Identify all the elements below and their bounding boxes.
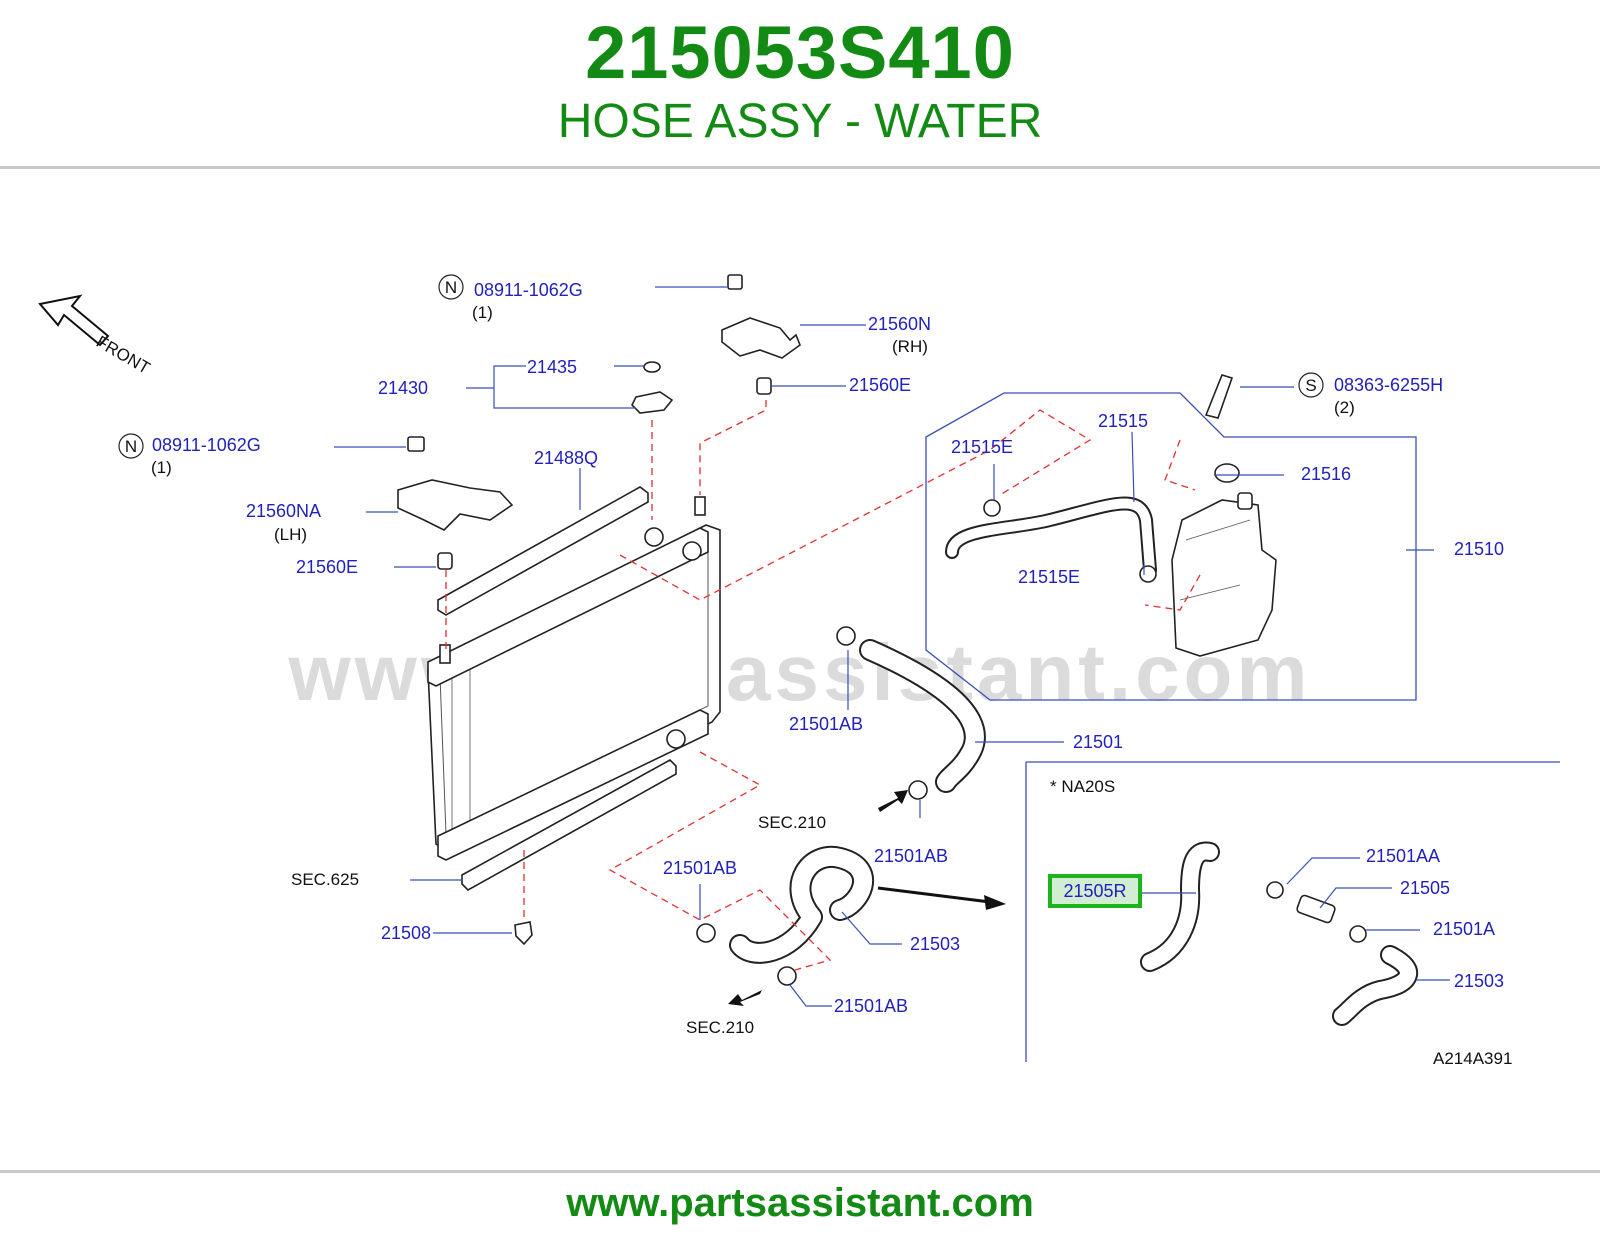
side-21560na: (LH) (274, 525, 307, 544)
side-21560n: (RH) (892, 337, 928, 356)
diagram-canvas: www.partsassistant.com FRONT (38, 274, 1560, 1068)
callout-21510[interactable]: 21510 (1454, 539, 1504, 559)
sec210-lower-arrow-icon (728, 990, 762, 1006)
callout-21560e-lh[interactable]: 21560E (296, 557, 358, 577)
qty-08911-1062g-rh: (1) (472, 303, 493, 322)
part-name-subtitle: HOSE ASSY - WATER (557, 95, 1043, 148)
callout-21560na[interactable]: 21560NA (246, 501, 321, 521)
callout-21501aa[interactable]: 21501AA (1366, 846, 1440, 866)
label-sec625[interactable]: SEC.625 (291, 870, 359, 889)
callout-21505[interactable]: 21505 (1400, 878, 1450, 898)
callout-08911-1062g-rh[interactable]: 08911-1062G (474, 280, 583, 300)
callout-21515e-upper[interactable]: 21515E (951, 437, 1013, 457)
callout-21516[interactable]: 21516 (1301, 464, 1351, 484)
callout-21560e-rh[interactable]: 21560E (849, 375, 911, 395)
badge-s-text: S (1305, 376, 1316, 395)
na20s-clamp-aa-part (1266, 881, 1284, 899)
qty-08911-1062g-lh: (1) (151, 458, 172, 477)
badge-n-text: N (445, 278, 457, 297)
cap-seal-part (643, 361, 661, 373)
upper-seal-part (437, 486, 649, 616)
callout-21501ab-2[interactable]: 21501AB (874, 846, 948, 866)
figure-code: A214A391 (1433, 1049, 1512, 1068)
lower-mount-part (514, 921, 533, 946)
callout-21501a[interactable]: 21501A (1433, 919, 1495, 939)
front-label: FRONT (93, 332, 153, 378)
na20s-connector-part (1296, 894, 1336, 924)
footer-divider (0, 1170, 1600, 1173)
callout-21515e-lower[interactable]: 21515E (1018, 567, 1080, 587)
badge-n-text: N (125, 437, 137, 456)
detail-pointer-arrow-icon (877, 886, 991, 904)
badge-n-icon (438, 274, 464, 300)
upper-hose-clamp-1-part (836, 626, 856, 646)
qty-08363-6255h: (2) (1334, 398, 1355, 417)
callout-21430[interactable]: 21430 (378, 378, 428, 398)
callout-21435[interactable]: 21435 (527, 357, 577, 377)
reservoir-group-frame (925, 392, 1417, 701)
header-divider (0, 166, 1600, 169)
lower-seal-part (461, 759, 677, 891)
callout-21503-na20s[interactable]: 21503 (1454, 971, 1504, 991)
na20s-clamp-a-part (1349, 925, 1367, 943)
label-sec210-lower[interactable]: SEC.210 (686, 1018, 754, 1037)
callout-21488q[interactable]: 21488Q (534, 448, 598, 468)
badge-s-icon (1298, 372, 1324, 398)
bracket-lh-part (397, 436, 514, 531)
callout-21501[interactable]: 21501 (1073, 732, 1123, 752)
cap-assy-part (631, 391, 674, 414)
reservoir-bolt-part (1204, 374, 1234, 419)
callout-21501ab-3[interactable]: 21501AB (663, 858, 737, 878)
callout-21501ab-1[interactable]: 21501AB (789, 714, 863, 734)
badge-n-icon (118, 433, 144, 459)
bushing-upper-rh-part (756, 377, 772, 395)
label-sec210-upper[interactable]: SEC.210 (758, 813, 826, 832)
reservoir-cap-part (1214, 463, 1240, 483)
lower-hose-clamp-1-part (696, 923, 716, 943)
front-arrow-icon (38, 294, 110, 347)
callout-08363-6255h[interactable]: 08363-6255H (1334, 375, 1443, 395)
bracket-rh-part (721, 274, 801, 359)
callout-21560n[interactable]: 21560N (868, 314, 931, 334)
sec210-upper-arrow-icon (878, 790, 908, 812)
page-header: 215053S410 HOSE ASSY - WATER (0, 0, 1600, 170)
callout-21501ab-4[interactable]: 21501AB (834, 996, 908, 1016)
callout-08911-1062g-lh[interactable]: 08911-1062G (152, 435, 261, 455)
bushing-upper-lh-part (437, 552, 453, 570)
reservoir-tank-part (1171, 492, 1277, 657)
callout-21505r[interactable]: 21505R (1063, 881, 1126, 901)
callout-21515[interactable]: 21515 (1098, 411, 1148, 431)
reservoir-clamp-lower-part (1139, 565, 1157, 583)
upper-hose-clamp-2-part (908, 780, 928, 800)
lower-hose-clamp-2-part (777, 966, 797, 986)
part-number-title: 215053S410 (585, 11, 1015, 94)
parts-diagram: www.partsassistant.com FRONT (0, 255, 1600, 1085)
na20s-note: * NA20S (1050, 777, 1115, 796)
footer-site-url[interactable]: www.partsassistant.com (566, 1181, 1034, 1225)
highlighted-part-box (1048, 874, 1142, 908)
radiator-core (427, 496, 721, 861)
callout-21503-main[interactable]: 21503 (910, 934, 960, 954)
callout-21508[interactable]: 21508 (381, 923, 431, 943)
reservoir-clamp-upper-part (983, 499, 1001, 517)
